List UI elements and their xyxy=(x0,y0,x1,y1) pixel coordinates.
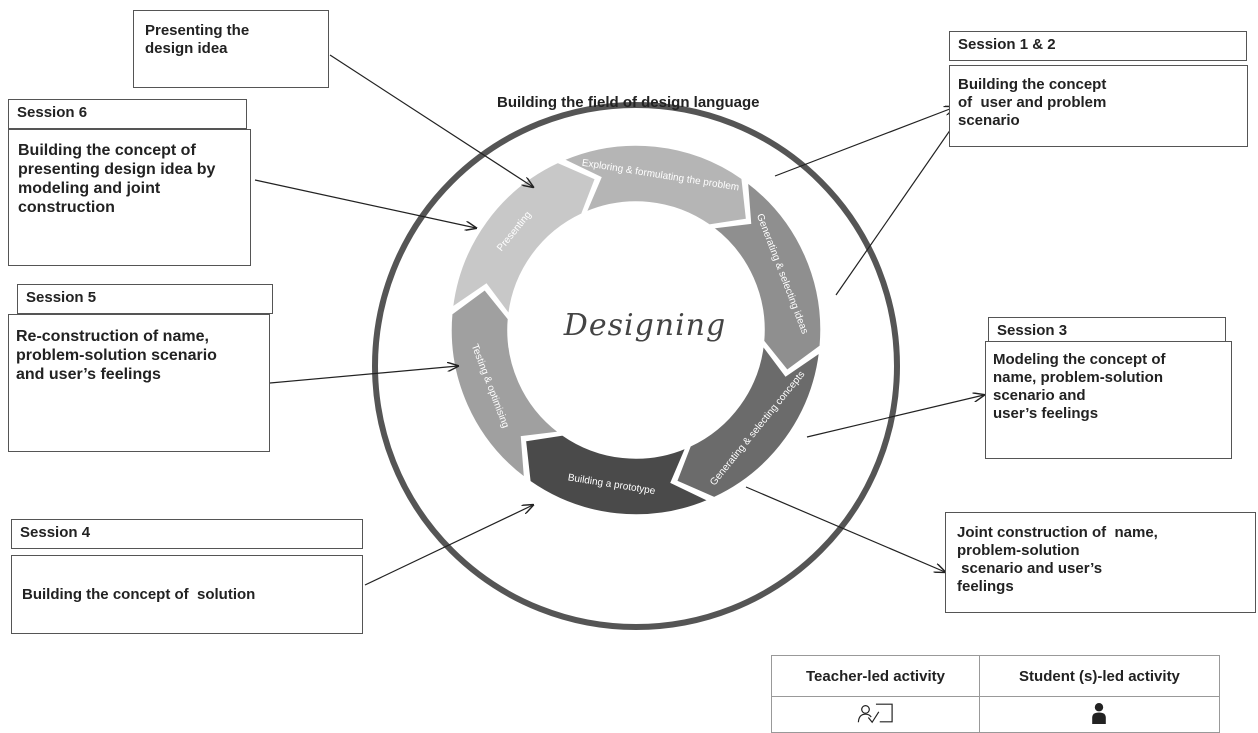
session12-text: Building the concept of user and problem… xyxy=(958,76,1107,129)
ring-title: Building the field of design language xyxy=(497,94,760,111)
joint-box xyxy=(945,512,1256,613)
session12-box xyxy=(949,65,1248,147)
connector-session3 xyxy=(806,395,984,438)
legend-table: Teacher-led activity Student (s)-led act… xyxy=(771,655,1221,733)
legend-teacher-cell xyxy=(771,696,980,733)
session3-box xyxy=(985,341,1232,459)
legend-student-cell xyxy=(978,696,1221,733)
seg-testing xyxy=(450,288,561,480)
connector-session5 xyxy=(269,366,458,384)
session4-text: Building the concept of solution xyxy=(22,586,256,603)
session6-box xyxy=(8,129,251,266)
seg-presenting xyxy=(451,161,597,317)
seg-ideas xyxy=(711,180,822,372)
presenting-text: Presenting the design idea xyxy=(145,22,250,57)
legend-student-label: Student (s)-led activity xyxy=(978,655,1221,697)
session5-header: Session 5 xyxy=(17,284,273,314)
session4-box xyxy=(11,555,363,634)
center-label: Designing xyxy=(563,308,727,343)
session6-header: Session 6 xyxy=(8,99,247,129)
connector-session4 xyxy=(364,505,533,586)
seg-prototype xyxy=(524,434,711,516)
seg-concepts xyxy=(675,343,821,499)
connector-joint xyxy=(745,486,945,572)
connector-session12-a xyxy=(774,107,955,177)
connector-session12-b xyxy=(835,113,962,296)
connector-presenting xyxy=(329,54,533,187)
session6-text: Building the concept of presenting desig… xyxy=(18,142,216,216)
session3-text: Modeling the concept of name, problem-so… xyxy=(993,351,1166,422)
session5-box xyxy=(8,314,270,452)
teacher-icon xyxy=(858,703,894,723)
session12-header: Session 1 & 2 xyxy=(949,31,1247,61)
outer-circle xyxy=(372,102,900,630)
session5-text: Re-construction of name, problem-solutio… xyxy=(16,328,217,383)
student-icon xyxy=(1092,702,1107,724)
seg-exploring xyxy=(561,144,748,226)
joint-text: Joint construction of name, problem-solu… xyxy=(957,524,1158,595)
presenting-box xyxy=(133,10,329,88)
connector-lines xyxy=(254,54,984,586)
legend-teacher-label: Teacher-led activity xyxy=(771,655,980,697)
session4-header: Session 4 xyxy=(11,519,363,549)
connector-session6 xyxy=(254,179,476,228)
